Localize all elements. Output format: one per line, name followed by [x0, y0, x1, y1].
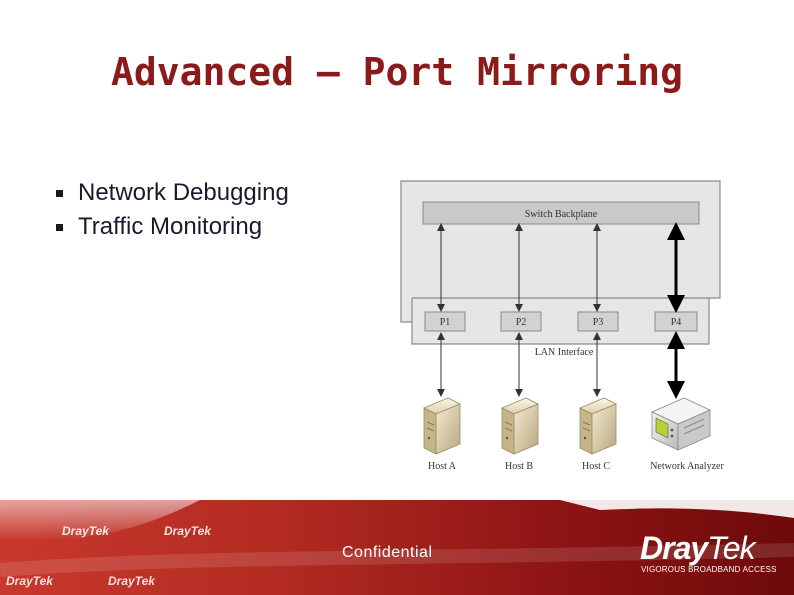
- slide-title: Advanced – Port Mirroring: [0, 50, 794, 94]
- bullet-text: Traffic Monitoring: [78, 213, 262, 240]
- watermark-logo: DrayTek: [164, 524, 211, 538]
- host-label: Network Analyzer: [650, 461, 724, 472]
- bullet-list: Network Debugging Traffic Monitoring: [56, 176, 289, 244]
- host-label: Host B: [505, 461, 533, 472]
- server-icon: [502, 398, 538, 454]
- confidential-label: Confidential: [342, 544, 433, 562]
- watermark-logo: DrayTek: [6, 574, 53, 588]
- logo-tagline: VIGOROUS BROADBAND ACCESS: [641, 565, 777, 574]
- port-p3: P3: [578, 312, 618, 331]
- bullet-square-icon: [56, 190, 63, 197]
- bullet-square-icon: [56, 224, 63, 231]
- host-label: Host A: [428, 461, 457, 472]
- logo-tek: Tek: [707, 530, 754, 566]
- bullet-item: Traffic Monitoring: [56, 210, 289, 244]
- port-mirroring-diagram: Switch Backplane P1 P2 P3 P4 LAN Interfa…: [398, 178, 734, 478]
- server-icon: [424, 398, 460, 454]
- watermark-logo: DrayTek: [62, 524, 109, 538]
- lan-interface-label: LAN Interface: [535, 347, 594, 358]
- port-p1: P1: [425, 312, 465, 331]
- backplane-label: Switch Backplane: [525, 209, 598, 220]
- logo-dray: Dray: [640, 530, 707, 566]
- port-p2: P2: [501, 312, 541, 331]
- draytek-logo: DrayTek: [640, 530, 755, 567]
- host-label: Host C: [582, 461, 610, 472]
- svg-text:P2: P2: [516, 317, 527, 328]
- svg-text:P4: P4: [671, 317, 682, 328]
- network-analyzer-icon: [652, 398, 710, 450]
- port-p4: P4: [655, 312, 697, 331]
- server-icon: [580, 398, 616, 454]
- watermark-logo: DrayTek: [108, 574, 155, 588]
- svg-text:P3: P3: [593, 317, 604, 328]
- bullet-text: Network Debugging: [78, 179, 289, 206]
- bullet-item: Network Debugging: [56, 176, 289, 210]
- svg-text:P1: P1: [440, 317, 451, 328]
